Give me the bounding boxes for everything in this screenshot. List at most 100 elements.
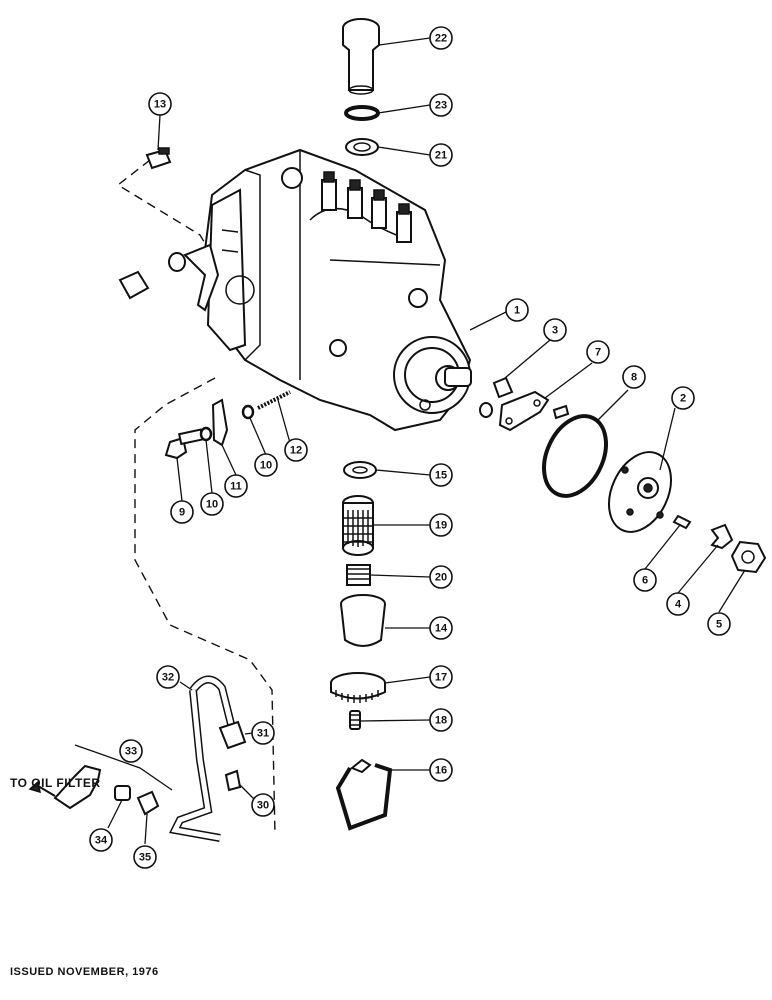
callout-16-circle: [429, 758, 453, 782]
callout-10-a-circle: [200, 492, 224, 516]
drive-hub-2: [608, 451, 672, 533]
callout-17: 17: [429, 665, 453, 689]
callout-20-number: 20: [435, 572, 447, 584]
callout-1: 1: [505, 298, 529, 322]
callout-2-number: 2: [680, 393, 686, 405]
callout-33-number: 33: [125, 746, 137, 758]
callout-7-number: 7: [595, 347, 601, 359]
callout-9: 9: [170, 500, 194, 524]
callout-20-circle: [429, 565, 453, 589]
callout-12: 12: [284, 438, 308, 462]
callout-32-number: 32: [162, 672, 174, 684]
callout-23-number: 23: [435, 100, 447, 112]
callout-16: 16: [429, 758, 453, 782]
callout-32: 32: [156, 665, 180, 689]
callout-19-circle: [429, 513, 453, 537]
retainer-ring-17: [330, 672, 386, 703]
callout-35-circle: [133, 845, 157, 869]
dashed-route-screw: [116, 159, 216, 261]
injection-pump-body: [203, 148, 472, 432]
callout-12-number: 12: [290, 445, 302, 457]
callout-12-circle: [284, 438, 308, 462]
callout-11-circle: [224, 474, 248, 498]
callout-4: 4: [666, 592, 690, 616]
callout-8-circle: [622, 365, 646, 389]
callout-30-circle: [251, 793, 275, 817]
banjo-fitting-parts: [164, 390, 291, 460]
callout-31-circle: [251, 721, 275, 745]
callout-10-a: 10: [200, 492, 224, 516]
callout-32-circle: [156, 665, 180, 689]
drive-parts: [479, 376, 767, 574]
callout-10-a-number: 10: [206, 499, 218, 511]
callout-22: 22: [429, 26, 453, 50]
callout-6: 6: [633, 568, 657, 592]
callout-33-circle: [119, 739, 143, 763]
dashed-route-oil-line: [134, 377, 276, 836]
leader-lines: [107, 37, 746, 845]
callout-22-number: 22: [435, 33, 447, 45]
callout-14: 14: [429, 616, 453, 640]
filter-element-19: [342, 495, 374, 556]
callout-16-number: 16: [435, 765, 447, 777]
callout-15: 15: [429, 463, 453, 487]
gasket-21: [345, 138, 379, 156]
callout-10-b: 10: [254, 453, 278, 477]
filter-bowl-14: [340, 594, 386, 647]
callout-5-number: 5: [716, 619, 722, 631]
stop-lever-parts: [118, 243, 220, 312]
callout-21: 21: [429, 143, 453, 167]
callout-33: 33: [119, 739, 143, 763]
callout-13: 13: [148, 92, 172, 116]
callout-17-number: 17: [435, 672, 447, 684]
callout-30-number: 30: [257, 800, 269, 812]
callout-4-circle: [666, 592, 690, 616]
callout-34-number: 34: [95, 835, 108, 847]
callout-3-circle: [543, 318, 567, 342]
callout-21-number: 21: [435, 150, 447, 162]
callout-34-circle: [89, 828, 113, 852]
callout-7: 7: [586, 340, 610, 364]
callout-10-b-number: 10: [260, 460, 272, 472]
callout-7-circle: [586, 340, 610, 364]
callout-30: 30: [251, 793, 275, 817]
callout-22-circle: [429, 26, 453, 50]
callout-35-number: 35: [139, 852, 151, 864]
callout-bubbles: 1234567891010111213141516171819202122233…: [89, 26, 731, 869]
callout-5: 5: [707, 612, 731, 636]
callout-2: 2: [671, 386, 695, 410]
callout-1-number: 1: [514, 305, 520, 317]
callout-31-number: 31: [257, 728, 269, 740]
callout-13-number: 13: [154, 99, 166, 111]
callout-9-number: 9: [179, 507, 185, 519]
callout-18-number: 18: [435, 715, 447, 727]
o-ring-23: [344, 105, 380, 121]
callout-2-circle: [671, 386, 695, 410]
callout-10-b-circle: [254, 453, 278, 477]
callout-31: 31: [251, 721, 275, 745]
screw-13: [145, 147, 172, 170]
callout-18-circle: [429, 708, 453, 732]
callout-19: 19: [429, 513, 453, 537]
callout-15-number: 15: [435, 470, 447, 482]
fuel-filter-assembly: [330, 461, 393, 831]
callout-1-circle: [505, 298, 529, 322]
callout-8-number: 8: [631, 372, 637, 384]
callout-8: 8: [622, 365, 646, 389]
callout-17-circle: [429, 665, 453, 689]
callout-6-circle: [633, 568, 657, 592]
callout-21-circle: [429, 143, 453, 167]
oil-line-assembly: [28, 675, 247, 842]
callout-35: 35: [133, 845, 157, 869]
callout-14-circle: [429, 616, 453, 640]
callout-3: 3: [543, 318, 567, 342]
filter-cap-22: [342, 18, 380, 95]
callout-19-number: 19: [435, 520, 447, 532]
callout-23: 23: [429, 93, 453, 117]
callout-4-number: 4: [675, 599, 682, 611]
callout-15-circle: [429, 463, 453, 487]
callout-18: 18: [429, 708, 453, 732]
callout-3-number: 3: [552, 325, 558, 337]
issued-date-label: ISSUED NOVEMBER, 1976: [10, 966, 159, 978]
